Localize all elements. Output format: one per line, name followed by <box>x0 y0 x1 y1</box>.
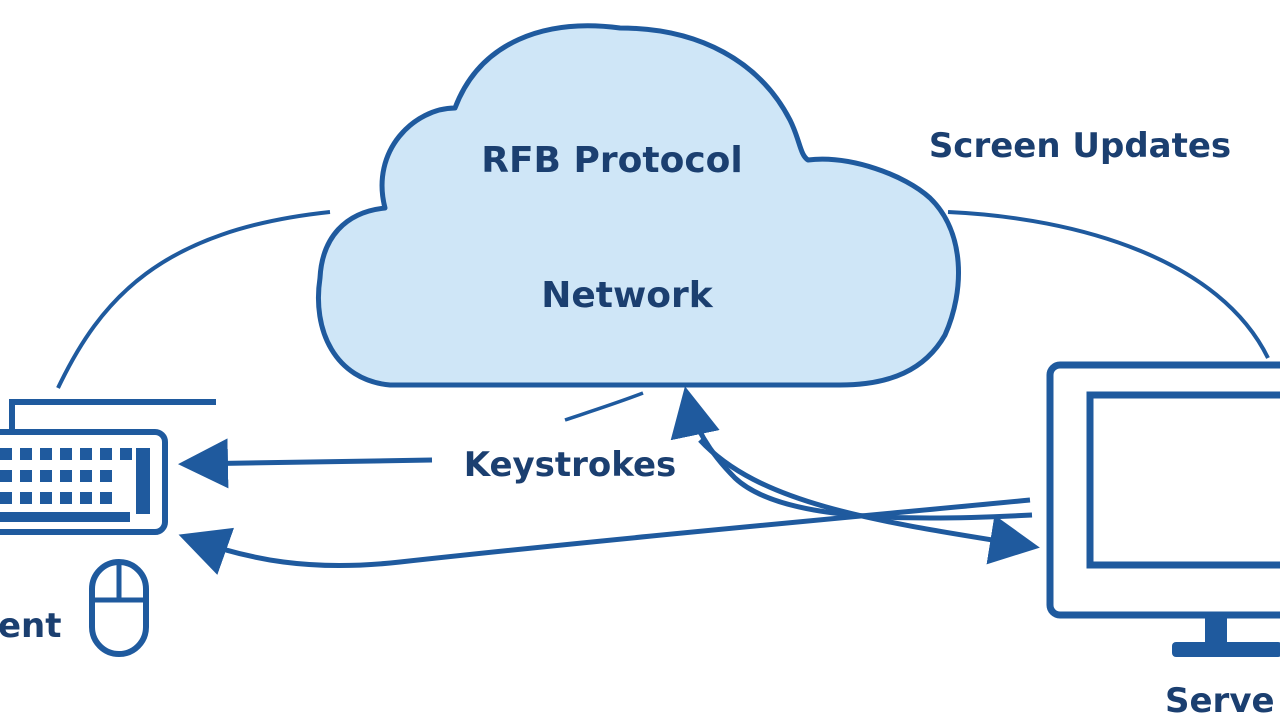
network-label: Network <box>541 275 713 316</box>
keystrokes-label: Keystrokes <box>464 445 677 485</box>
server-network-line <box>947 210 1270 359</box>
server-label: Serve <box>1165 681 1275 720</box>
monitor-icon <box>1046 361 1280 657</box>
screen-updates-label: Screen Updates <box>929 126 1231 166</box>
cloud-icon <box>316 23 961 388</box>
events-to-server-arrow <box>698 438 1040 565</box>
client-label: ent <box>0 606 62 646</box>
keystrokes-tick <box>564 391 644 422</box>
protocol-label: RFB Protocol <box>481 140 743 181</box>
mouse-icon <box>89 559 149 657</box>
keyboard-icon <box>0 399 216 535</box>
keystrokes-arrow <box>178 438 433 489</box>
screen-updates-arrow <box>178 497 1031 575</box>
client-network-line <box>56 210 331 389</box>
input-events-arrow <box>670 386 1033 521</box>
